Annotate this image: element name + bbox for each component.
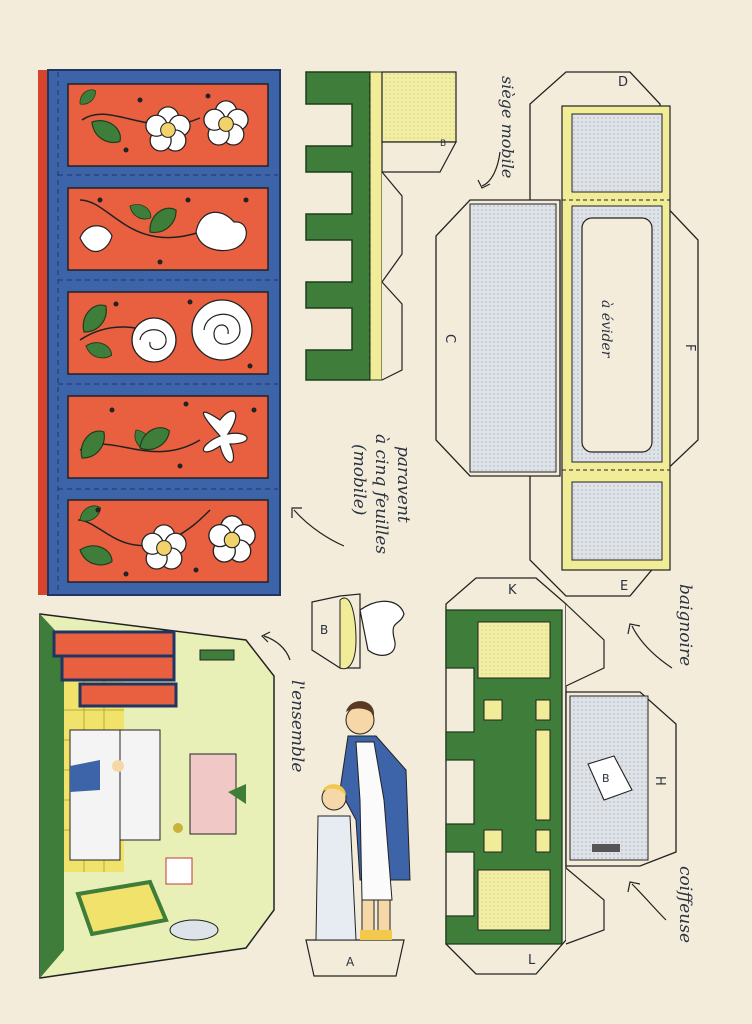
screen-panel-3	[67, 291, 269, 375]
label-paravent: paravent	[393, 446, 413, 523]
screen-panel-2	[67, 187, 269, 271]
letter-b: B	[320, 623, 328, 637]
letter-k: K	[508, 583, 517, 598]
room-ensemble	[39, 613, 275, 979]
label-a-cinq-feuilles: à cinq feuilles	[371, 434, 391, 554]
dressing-table-cutout: K L H B	[445, 577, 677, 975]
mobile-seat-cutout: B	[305, 71, 457, 381]
letter-a: A	[346, 955, 355, 969]
letter-h: H	[652, 776, 667, 786]
letter-f: F	[682, 344, 697, 351]
letter-b-flap: B	[602, 772, 610, 785]
label-coiffeuse: coiffeuse	[675, 866, 695, 943]
label-ensemble: l'ensemble	[287, 680, 307, 772]
screen-panel-4	[67, 395, 269, 479]
labels: siège mobile paravent à cinq feuilles (m…	[260, 76, 695, 943]
bathtub-cutout: D E F C à évider	[435, 71, 699, 597]
screen-panel-1	[67, 83, 269, 167]
washbasin-cutout: B	[311, 593, 405, 670]
letter-e: E	[620, 579, 628, 594]
label-siege-mobile: siège mobile	[498, 76, 517, 178]
label-baignoire: baignoire	[675, 584, 695, 666]
folding-screen	[38, 69, 281, 596]
letter-d: D	[618, 75, 628, 90]
letter-c: C	[442, 334, 457, 343]
screen-panel-5	[67, 499, 269, 583]
label-mobile: (mobile)	[349, 444, 369, 515]
letter-l: L	[528, 953, 536, 968]
svg-text:B: B	[440, 139, 446, 149]
label-a-evider: à évider	[598, 300, 614, 359]
mother-and-child-figure: A	[305, 701, 411, 977]
